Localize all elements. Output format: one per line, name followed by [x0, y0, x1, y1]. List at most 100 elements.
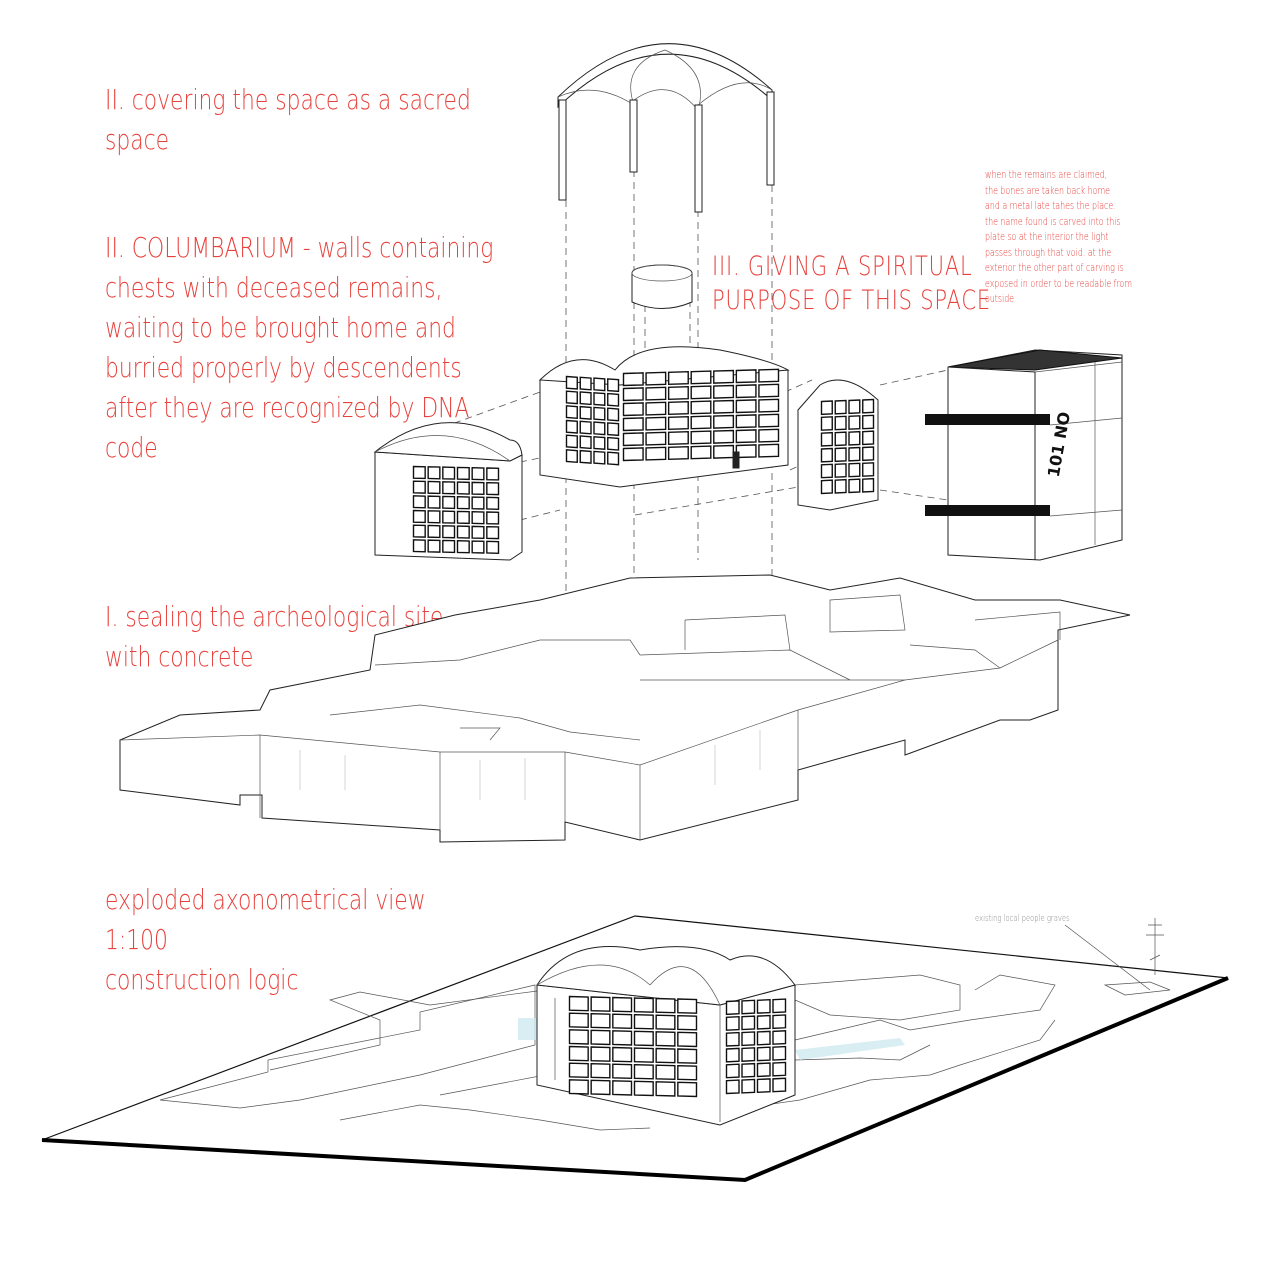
niche-cell [579, 420, 592, 435]
niche-cell [579, 405, 592, 420]
niche-cell [456, 540, 470, 554]
niche-cell [442, 525, 456, 539]
niche-cell [412, 509, 426, 524]
chest-detail: 101 NO [925, 349, 1123, 561]
niche-cell [590, 1062, 611, 1079]
niche-cell [471, 481, 485, 496]
niche-cell [612, 1030, 633, 1046]
niche-cell [862, 462, 875, 477]
niche-cell [848, 478, 861, 494]
niche-cell [645, 431, 667, 446]
niche-cell [713, 369, 735, 384]
niche-cell [690, 445, 712, 460]
niche-cell [442, 495, 456, 510]
niche-cell [633, 1080, 654, 1097]
niche-cell [427, 524, 441, 539]
niche-cell [820, 463, 833, 479]
niche-cell [834, 415, 847, 431]
niche-cell [607, 422, 620, 437]
niche-cell [486, 496, 500, 511]
niche-cell [655, 1047, 676, 1064]
niche-cell [645, 446, 667, 461]
niche-cell [645, 386, 667, 401]
niche-cell [579, 391, 592, 406]
niche-cell [565, 405, 578, 420]
niche-cell [690, 385, 712, 400]
niche-cell [735, 429, 757, 444]
niche-cell [612, 1080, 633, 1096]
niche-cell [579, 376, 592, 391]
niche-cell [486, 467, 500, 481]
niche-cell [862, 477, 875, 493]
niche-cell [655, 1064, 676, 1081]
niche-cell [713, 384, 735, 399]
niche-cell [758, 413, 780, 428]
niche-cell [834, 399, 847, 415]
niche-cell [820, 479, 833, 495]
niche-cell [456, 466, 470, 481]
niche-cell [756, 1046, 771, 1062]
niche-cell [758, 368, 780, 383]
niche-cell [471, 496, 485, 510]
niche-cell [741, 1047, 756, 1062]
niche-cell [667, 400, 689, 416]
niche-cell [471, 540, 485, 554]
niche-cell [412, 495, 426, 509]
niche-cell [486, 540, 500, 555]
niche-cell [725, 1063, 740, 1079]
niche-cell [655, 997, 676, 1014]
niche-cell [677, 1064, 698, 1081]
niche-cell [862, 430, 875, 446]
niche-cell [735, 414, 757, 429]
niche-cell [758, 383, 780, 398]
niche-cell [690, 415, 712, 430]
niche-cell [442, 481, 456, 495]
niche-cell [427, 495, 441, 509]
niche-cell [412, 524, 426, 538]
niche-cell [442, 539, 456, 554]
niche-cell [486, 511, 500, 525]
niche-cell [645, 416, 667, 431]
niche-cell [568, 1029, 589, 1045]
niche-cell [607, 436, 620, 451]
columbarium-wall-left [373, 422, 523, 561]
niche-cell [565, 449, 578, 464]
niche-cell [568, 1062, 589, 1079]
niche-cell [862, 414, 875, 430]
niche-cell [772, 1077, 787, 1093]
niche-cell [725, 1031, 740, 1047]
niche-cell [633, 1063, 654, 1080]
niche-cell [690, 430, 712, 445]
niche-cell [565, 419, 578, 434]
vaulted-canopy [557, 43, 775, 213]
columbarium-label: II. COLUMBARIUM - walls containing chest… [105, 231, 494, 464]
niche-cell [471, 510, 485, 525]
niche-cell [741, 999, 756, 1015]
niche-cell [756, 1078, 771, 1094]
niche-cell [427, 510, 441, 524]
niche-cell [471, 466, 485, 481]
niche-cell [820, 416, 833, 431]
niche-cell [456, 496, 470, 510]
niche-cell [593, 377, 606, 392]
niche-cell [622, 372, 644, 387]
niche-cell [862, 398, 875, 414]
niche-cell [756, 1062, 771, 1078]
niche-cell [442, 510, 456, 524]
niche-cell [607, 392, 620, 407]
niche-cell [442, 466, 456, 480]
niche-cell [834, 478, 847, 494]
niche-cell [593, 406, 606, 421]
niche-cell [645, 401, 667, 416]
niche-cell [427, 480, 441, 495]
niche-cell [741, 1062, 756, 1078]
niche-cell [667, 430, 689, 446]
niche-cell [667, 370, 689, 386]
niche-cell [456, 525, 470, 539]
niche-cell [848, 446, 861, 462]
niche-cell [456, 510, 470, 525]
niche-cell [725, 1047, 740, 1063]
niche-cell [622, 417, 644, 432]
columbarium-wall-right [797, 379, 879, 511]
niche-cell [579, 435, 592, 450]
